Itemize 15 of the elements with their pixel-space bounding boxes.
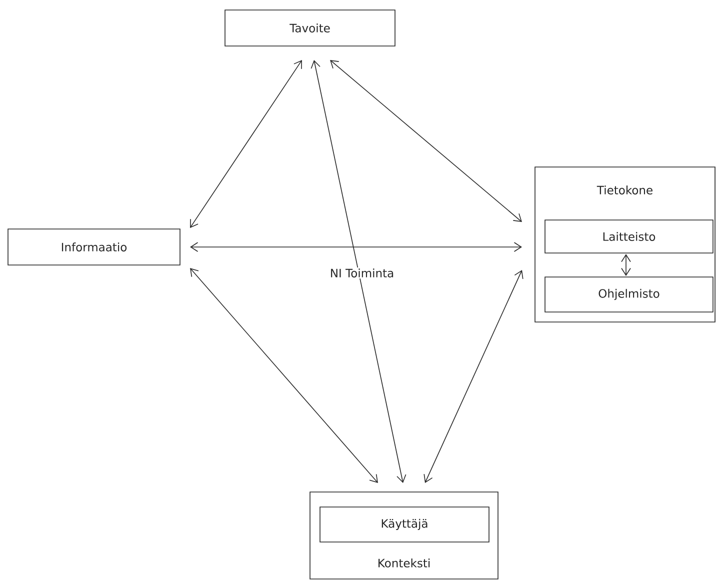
process-box: Ohjelmisto [544, 276, 714, 312]
arrow [190, 242, 522, 252]
process-box: Käyttäjä [320, 506, 490, 542]
arrow [190, 60, 302, 228]
arrow [330, 60, 522, 222]
process-box: Informaatio [8, 228, 180, 266]
process-box: Tavoite [224, 10, 396, 46]
arrow [621, 254, 631, 276]
arrow [424, 270, 524, 483]
arrow [190, 268, 378, 483]
arrow [310, 60, 406, 483]
process-box: Laitteisto [544, 220, 714, 254]
container-heading: Tietokone [596, 186, 652, 194]
container-heading: Konteksti [378, 558, 430, 568]
label-text: NI Toiminta [328, 268, 396, 278]
